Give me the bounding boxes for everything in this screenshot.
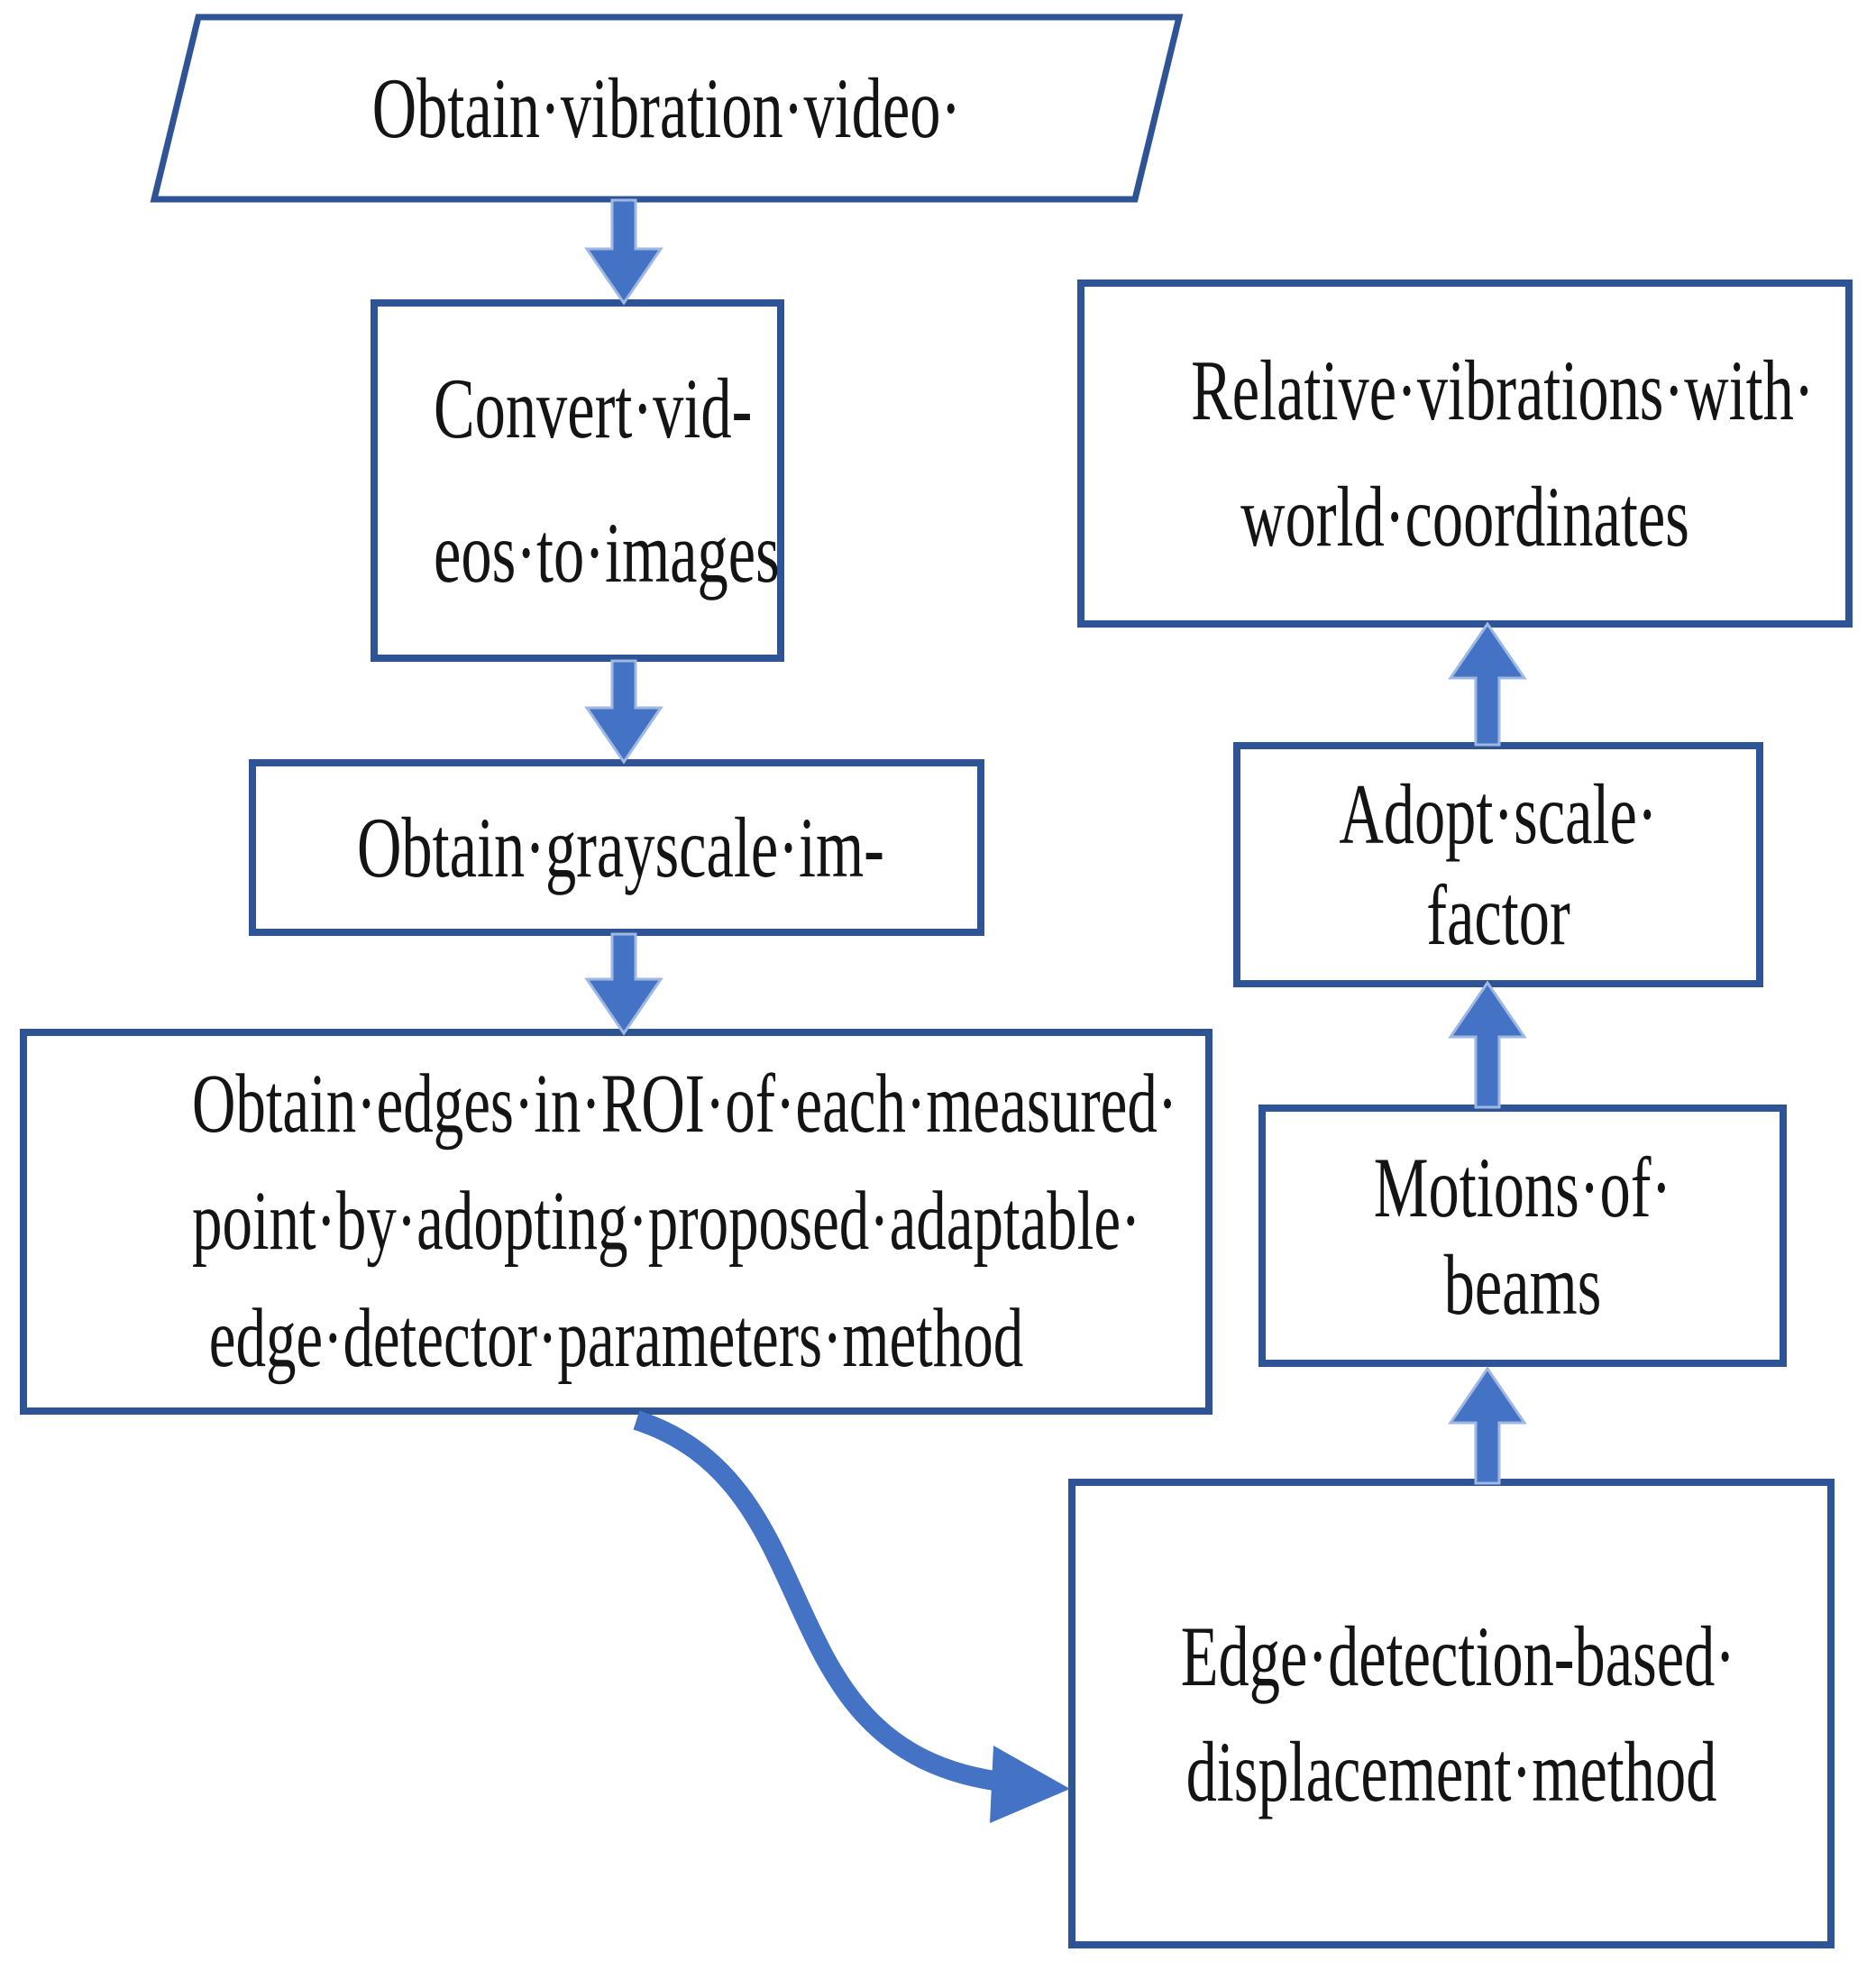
arrow-edges-to-edge-detection-head bbox=[990, 1746, 1070, 1823]
node-obtain-vibration-video-line-1: Obtain·vibration·video· bbox=[371, 60, 962, 156]
arrow-motions-to-adopt-scale bbox=[1448, 980, 1527, 1109]
node-relative-vibrations-line-1: Relative·vibrations·with· bbox=[1191, 343, 1815, 438]
arrow-grayscale-to-edges bbox=[584, 932, 663, 1036]
node-motions-of-beams: Motions·of· beams bbox=[1258, 1105, 1787, 1367]
node-obtain-grayscale-images: Obtain·grayscale·im- bbox=[249, 759, 984, 936]
node-adopt-scale-line-1: Adopt·scale· bbox=[1339, 766, 1658, 862]
node-adopt-scale-factor: Adopt·scale· factor bbox=[1233, 742, 1763, 987]
node-motions-of-beams-label: Motions·of· beams bbox=[1338, 1139, 1707, 1334]
arrow-video-to-convert bbox=[584, 198, 663, 306]
arrow-edge-detection-to-motions bbox=[1448, 1366, 1527, 1485]
node-obtain-vibration-video: Obtain·vibration·video· bbox=[154, 17, 1179, 199]
node-adopt-scale-label: Adopt·scale· factor bbox=[1313, 764, 1684, 966]
node-obtain-edges-line-2: point·by·adopting·proposed·adaptable· bbox=[191, 1175, 1141, 1268]
node-obtain-grayscale-line-1: Obtain·grayscale·im- bbox=[357, 800, 884, 895]
node-obtain-grayscale-label: Obtain·grayscale·im- bbox=[357, 793, 884, 902]
node-adopt-scale-line-2: factor bbox=[1426, 867, 1570, 963]
node-edge-detection-label: Edge·detection-based· displacement·metho… bbox=[1180, 1599, 1736, 1829]
node-edge-detection-method: Edge·detection-based· displacement·metho… bbox=[1068, 1479, 1835, 1948]
node-obtain-vibration-video-label: Obtain·vibration·video· bbox=[297, 59, 1036, 158]
node-convert-videos-label: Convert·vid- eos·to·images bbox=[434, 336, 780, 625]
node-obtain-edges-in-roi: Obtain·edges·in·ROI·of·each·measured· po… bbox=[20, 1029, 1213, 1415]
node-obtain-edges-label: Obtain·edges·in·ROI·of·each·measured· po… bbox=[191, 1046, 1178, 1398]
arrow-convert-to-grayscale bbox=[584, 659, 663, 765]
arrow-edges-to-edge-detection-curve bbox=[633, 1410, 1010, 1792]
node-relative-vibrations-line-2: world·coordinates bbox=[1240, 469, 1689, 564]
node-convert-videos-to-images: Convert·vid- eos·to·images bbox=[371, 299, 784, 662]
node-edge-detection-line-2: displacement·method bbox=[1185, 1723, 1717, 1820]
node-obtain-edges-line-1: Obtain·edges·in·ROI·of·each·measured· bbox=[191, 1058, 1178, 1151]
node-motions-of-beams-line-1: Motions·of· bbox=[1373, 1139, 1672, 1235]
arrow-adopt-scale-to-relative bbox=[1448, 621, 1527, 747]
node-relative-vibrations: Relative·vibrations·with· world·coordina… bbox=[1077, 280, 1853, 628]
node-relative-vibrations-label: Relative·vibrations·with· world·coordina… bbox=[1191, 327, 1815, 580]
node-convert-videos-line-1: Convert·vid- bbox=[434, 361, 753, 456]
node-obtain-edges-line-3: edge·detector·parameters·method bbox=[208, 1292, 1024, 1385]
node-convert-videos-line-2: eos·to·images bbox=[434, 505, 780, 600]
node-edge-detection-line-1: Edge·detection-based· bbox=[1180, 1608, 1736, 1704]
node-motions-of-beams-line-2: beams bbox=[1443, 1236, 1602, 1333]
